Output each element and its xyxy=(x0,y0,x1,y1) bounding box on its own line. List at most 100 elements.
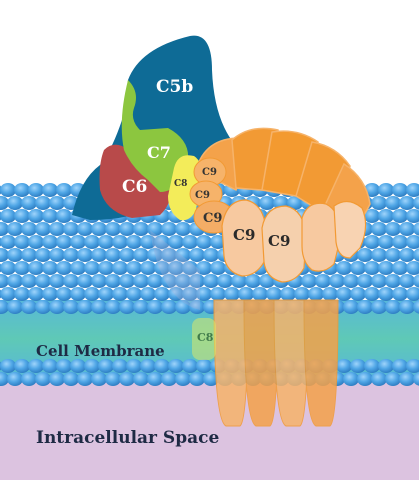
outer-leaflet-bead xyxy=(378,235,394,249)
outer-leaflet-bead xyxy=(406,235,419,249)
inner-leaflet-bead xyxy=(168,359,184,373)
outer-leaflet-bead xyxy=(7,222,23,236)
outer-leaflet-bead xyxy=(28,183,44,197)
outer-leaflet-bead xyxy=(98,287,114,301)
inner-leaflet-bead xyxy=(91,372,107,386)
complex-shadow xyxy=(150,230,200,310)
outer-leaflet-bead xyxy=(385,222,401,236)
outer-leaflet-bead xyxy=(105,300,121,314)
outer-leaflet-bead xyxy=(385,300,401,314)
outer-leaflet-bead xyxy=(189,248,205,262)
outer-leaflet-bead xyxy=(119,274,135,288)
outer-leaflet-bead xyxy=(154,261,170,275)
outer-leaflet-bead xyxy=(147,300,163,314)
inner-leaflet-bead xyxy=(21,372,37,386)
outer-leaflet-bead xyxy=(105,274,121,288)
outer-leaflet-bead xyxy=(371,300,387,314)
outer-leaflet-bead xyxy=(21,248,37,262)
outer-leaflet-bead xyxy=(56,183,72,197)
c7-label: C7 xyxy=(147,143,171,162)
outer-leaflet-bead xyxy=(357,248,373,262)
outer-leaflet-bead xyxy=(49,222,65,236)
c9-small-label-1: C9 xyxy=(202,167,217,178)
outer-leaflet-bead xyxy=(70,235,86,249)
outer-leaflet-bead xyxy=(42,287,58,301)
outer-leaflet-bead xyxy=(77,248,93,262)
inner-leaflet-bead xyxy=(413,372,419,386)
outer-leaflet-bead xyxy=(350,287,366,301)
outer-leaflet-bead xyxy=(0,235,16,249)
outer-leaflet-bead xyxy=(77,274,93,288)
outer-leaflet-bead xyxy=(35,248,51,262)
c6-protein xyxy=(99,144,172,218)
outer-leaflet-bead xyxy=(175,274,191,288)
outer-leaflet-bead xyxy=(63,248,79,262)
outer-leaflet-bead xyxy=(0,183,16,197)
outer-leaflet-bead xyxy=(168,261,184,275)
outer-leaflet-bead xyxy=(14,287,30,301)
inner-leaflet-bead xyxy=(385,372,401,386)
outer-leaflet-bead xyxy=(350,261,366,275)
outer-leaflet-bead xyxy=(21,222,37,236)
outer-leaflet-bead xyxy=(357,300,373,314)
inner-leaflet-bead xyxy=(0,372,9,386)
inner-leaflet-bead xyxy=(378,359,394,373)
outer-leaflet-bead xyxy=(336,287,352,301)
c9-ring-back xyxy=(195,127,371,239)
outer-leaflet-bead xyxy=(147,222,163,236)
outer-leaflet-bead xyxy=(28,235,44,249)
outer-leaflet-bead xyxy=(14,261,30,275)
outer-leaflet-bead xyxy=(210,261,226,275)
inner-leaflet-bead xyxy=(133,372,149,386)
outer-leaflet-bead xyxy=(126,235,142,249)
outer-leaflet-bead xyxy=(77,300,93,314)
outer-leaflet-bead xyxy=(413,196,419,210)
outer-leaflet-bead xyxy=(413,300,419,314)
outer-leaflet-bead xyxy=(35,300,51,314)
outer-leaflet-bead xyxy=(133,274,149,288)
inner-leaflet-bead xyxy=(350,359,366,373)
outer-leaflet-bead xyxy=(371,196,387,210)
outer-leaflet-bead xyxy=(56,235,72,249)
outer-leaflet-bead xyxy=(378,209,394,223)
outer-leaflet-bead xyxy=(126,287,142,301)
inner-leaflet-bead xyxy=(126,359,142,373)
outer-leaflet-bead xyxy=(91,222,107,236)
outer-leaflet-bead xyxy=(287,196,303,210)
outer-leaflet-bead xyxy=(161,274,177,288)
outer-leaflet-bead xyxy=(49,248,65,262)
outer-leaflet-bead xyxy=(28,287,44,301)
outer-leaflet-bead xyxy=(56,287,72,301)
outer-leaflet-bead xyxy=(0,300,9,314)
outer-leaflet-bead xyxy=(266,287,282,301)
outer-leaflet-bead xyxy=(112,235,128,249)
outer-leaflet-bead xyxy=(392,235,408,249)
inner-leaflet-bead xyxy=(77,372,93,386)
outer-leaflet-bead xyxy=(105,222,121,236)
outer-leaflet-bead xyxy=(140,261,156,275)
outer-leaflet-bead xyxy=(21,274,37,288)
outer-leaflet-bead xyxy=(63,274,79,288)
outer-leaflet-bead xyxy=(413,248,419,262)
inner-leaflet-bead xyxy=(154,359,170,373)
outer-leaflet-bead xyxy=(399,274,415,288)
outer-leaflet-bead xyxy=(245,274,261,288)
inner-leaflet-bead xyxy=(364,359,380,373)
inner-leaflet-bead xyxy=(119,372,135,386)
outer-leaflet-bead xyxy=(21,196,37,210)
c5b-label: C5b xyxy=(156,77,193,97)
outer-leaflet-bead xyxy=(21,300,37,314)
outer-leaflet-bead xyxy=(84,261,100,275)
outer-leaflet-bead xyxy=(224,287,240,301)
outer-leaflet-bead xyxy=(406,287,419,301)
outer-leaflet-bead xyxy=(35,222,51,236)
outer-leaflet-bead xyxy=(378,183,394,197)
outer-leaflet-bead xyxy=(329,274,345,288)
outer-leaflet-bead xyxy=(77,222,93,236)
c9-small-label-3: C9 xyxy=(203,211,222,226)
outer-leaflet-bead xyxy=(399,196,415,210)
outer-leaflet-bead xyxy=(406,183,419,197)
inner-leaflet-bead xyxy=(63,372,79,386)
outer-leaflet-bead xyxy=(91,248,107,262)
outer-leaflet-bead xyxy=(7,196,23,210)
